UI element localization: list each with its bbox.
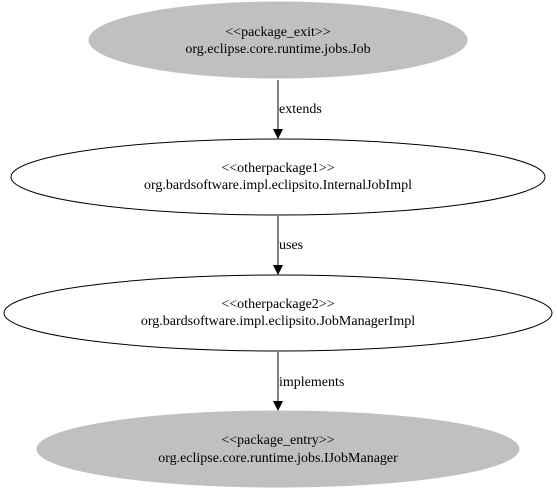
node-ijob-manager-shape <box>36 410 520 488</box>
node-ijob-manager-name: org.eclipse.core.runtime.jobs.IJobManage… <box>158 451 398 466</box>
node-job-stereotype: <<package_exit>> <box>225 25 331 40</box>
node-job-manager-impl: <<otherpackage2>> org.bardsoftware.impl.… <box>3 274 553 352</box>
node-internal-job-impl-stereotype: <<otherpackage1>> <box>221 161 334 176</box>
edge-extends: extends <box>273 80 322 139</box>
edge-implements-label: implements <box>279 375 344 390</box>
node-job-manager-impl-stereotype: <<otherpackage2>> <box>221 297 334 312</box>
node-job-manager-impl-name: org.bardsoftware.impl.eclipsito.JobManag… <box>141 314 415 329</box>
edge-implements: implements <box>273 352 344 411</box>
node-job-name: org.eclipse.core.runtime.jobs.Job <box>185 42 370 57</box>
node-internal-job-impl-name: org.bardsoftware.impl.eclipsito.Internal… <box>144 178 412 193</box>
node-internal-job-impl: <<otherpackage1>> org.bardsoftware.impl.… <box>10 138 546 216</box>
edge-uses-label: uses <box>279 238 303 253</box>
node-job-manager-impl-shape <box>3 274 553 352</box>
edge-extends-label: extends <box>279 102 322 117</box>
node-job-shape <box>88 1 468 79</box>
node-ijob-manager-stereotype: <<package_entry>> <box>221 433 334 448</box>
node-job: <<package_exit>> org.eclipse.core.runtim… <box>88 1 468 79</box>
edge-uses: uses <box>273 216 303 275</box>
node-ijob-manager: <<package_entry>> org.eclipse.core.runti… <box>36 410 520 488</box>
node-internal-job-impl-shape <box>10 138 546 216</box>
